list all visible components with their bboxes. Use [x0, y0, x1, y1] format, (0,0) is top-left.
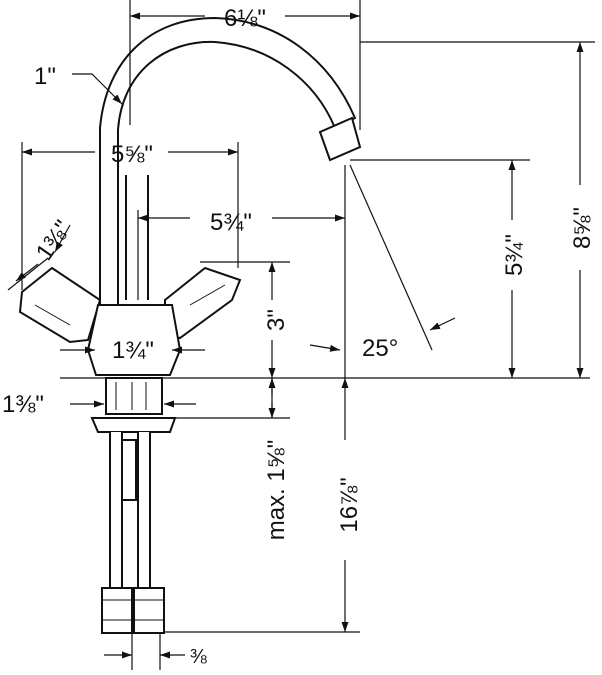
dim-spout-reach: 6⅛" — [224, 5, 266, 32]
dim-supply-length: 16⅞" — [336, 477, 363, 532]
dim-max-deck-thickness: max. 1⅝" — [263, 440, 290, 541]
dim-supply-size: ⅜ — [190, 646, 207, 668]
dim-handles-span: 5⅝" — [111, 141, 153, 168]
dim-spout-diameter: 1" — [34, 63, 56, 90]
dimension-lines — [7, 0, 595, 670]
dim-handle-diameter: 1⅜" — [31, 216, 77, 266]
dim-spout-clearance: 5¾" — [501, 234, 528, 276]
dim-body-width: 1¾" — [112, 337, 154, 364]
dim-spout-to-center: 5¾" — [210, 209, 252, 236]
dim-handle-height: 3" — [263, 309, 290, 331]
dim-spout-angle: 25° — [362, 335, 398, 362]
faucet-outline — [18, 16, 362, 634]
dim-overall-height: 8⅝" — [569, 207, 596, 249]
dim-shank-diameter: 1⅜" — [2, 391, 44, 418]
